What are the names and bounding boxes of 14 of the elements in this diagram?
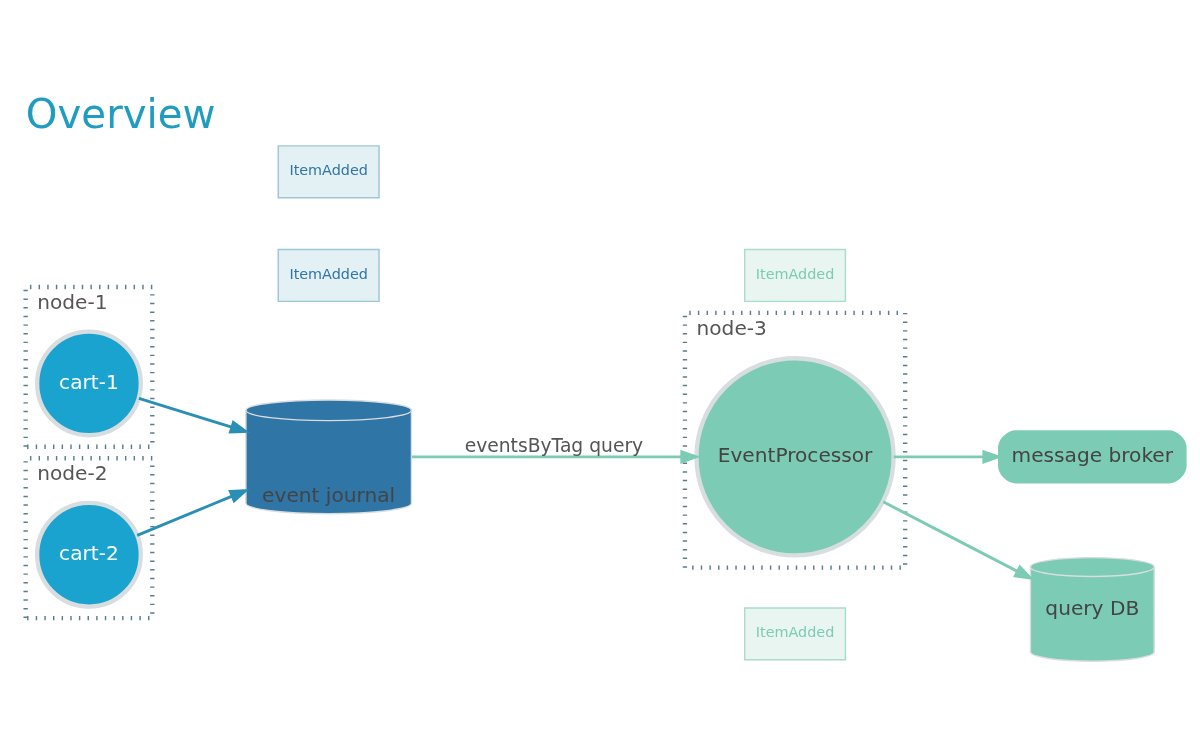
node-circle: cart-2 [35, 500, 143, 609]
node-circle: EventProcessor [694, 355, 896, 558]
node-box: ItemAdded [277, 144, 380, 198]
node-box: message broker [998, 429, 1187, 483]
node-box: ItemAdded [277, 248, 380, 302]
arrow [136, 488, 250, 537]
edge-label: eventsByTag query [464, 434, 644, 456]
arrow [411, 449, 701, 464]
node-box: ItemAdded [743, 606, 847, 660]
diagram-title: Overview [25, 90, 216, 138]
arrow [882, 500, 1035, 580]
node-circle: cart-1 [35, 328, 143, 437]
arrow [138, 396, 250, 434]
node-box: ItemAdded [743, 248, 847, 302]
